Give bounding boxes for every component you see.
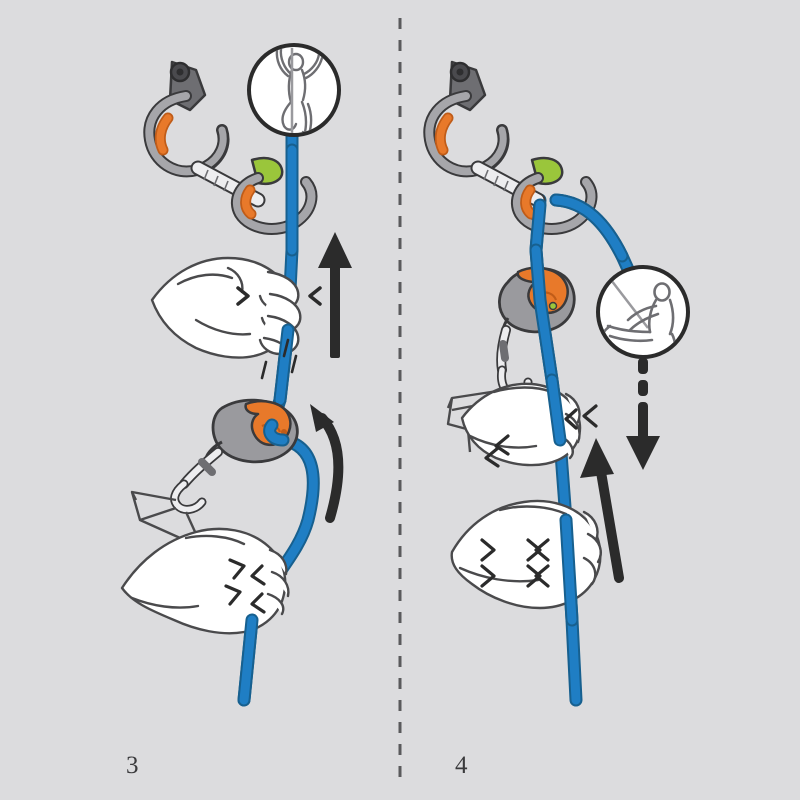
panel-4 [423,60,690,707]
grip-squeeze-marks-upper-4 [484,404,598,468]
harness-carabiner-3 [130,447,223,557]
motion-ticks-upper-3 [260,338,298,380]
rope-up-arrow-3 [318,232,352,358]
lower-carabiner [230,172,318,235]
climber-status-inset-4 [596,265,690,359]
upper-carabiner [423,90,510,178]
brake-rope-curved-arrow-3 [310,404,344,523]
panel-3-number-label: 3 [126,752,139,779]
grip-squeeze-marks-upper-3 [236,286,322,306]
guide-hand-upper-3 [150,256,302,359]
grip-squeeze-marks-lower-4 [480,538,550,588]
belay-device-3 [204,398,299,464]
climber-descent-arrow-4 [626,358,660,470]
brake-hand-fist-3 [120,527,290,635]
anchor-assembly-3 [143,60,318,235]
panel-3 [120,43,352,707]
climber-status-inset-3 [247,43,341,137]
grip-squeeze-marks-lower-3 [224,558,266,614]
anchor-assembly-4 [423,60,598,235]
upper-carabiner [143,90,230,178]
lower-carabiner [510,172,598,235]
brake-rope-up-arrow-4 [580,438,624,583]
panel-4-number-label: 4 [455,752,468,779]
